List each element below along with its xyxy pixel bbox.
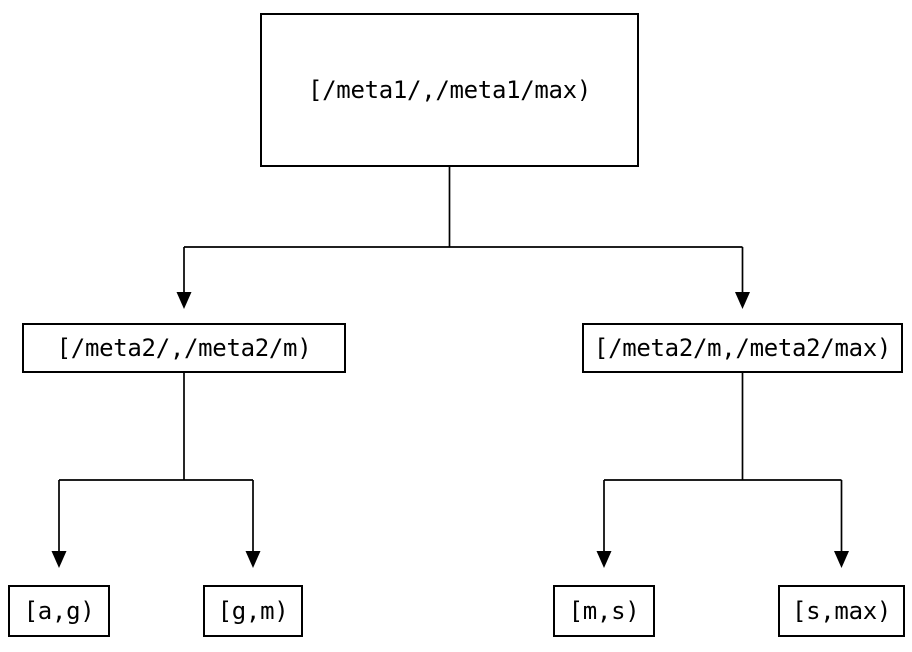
node-right-right: [s,max) — [778, 585, 905, 637]
node-root-label: [/meta1/,/meta1/max) — [308, 76, 591, 104]
arrow-down-icon — [596, 551, 612, 568]
arrow-down-icon — [735, 292, 750, 309]
node-left-left-label: [a,g) — [23, 597, 95, 625]
node-right: [/meta2/m,/meta2/max) — [582, 323, 903, 373]
node-root: [/meta1/,/meta1/max) — [260, 13, 639, 167]
arrow-down-icon — [176, 292, 192, 309]
node-left: [/meta2/,/meta2/m) — [22, 323, 346, 373]
node-right-left: [m,s) — [553, 585, 655, 637]
node-right-right-label: [s,max) — [791, 597, 892, 625]
edge-right-children — [596, 373, 849, 568]
node-right-left-label: [m,s) — [568, 597, 640, 625]
edge-root-children — [176, 167, 750, 309]
node-left-left: [a,g) — [8, 585, 110, 637]
edge-left-children — [51, 373, 261, 568]
node-left-right-label: [g,m) — [217, 597, 289, 625]
node-left-label: [/meta2/,/meta2/m) — [56, 334, 312, 362]
arrow-down-icon — [245, 551, 261, 568]
node-right-label: [/meta2/m,/meta2/max) — [593, 334, 892, 362]
arrow-down-icon — [834, 551, 849, 568]
arrow-down-icon — [51, 551, 67, 568]
node-left-right: [g,m) — [203, 585, 303, 637]
